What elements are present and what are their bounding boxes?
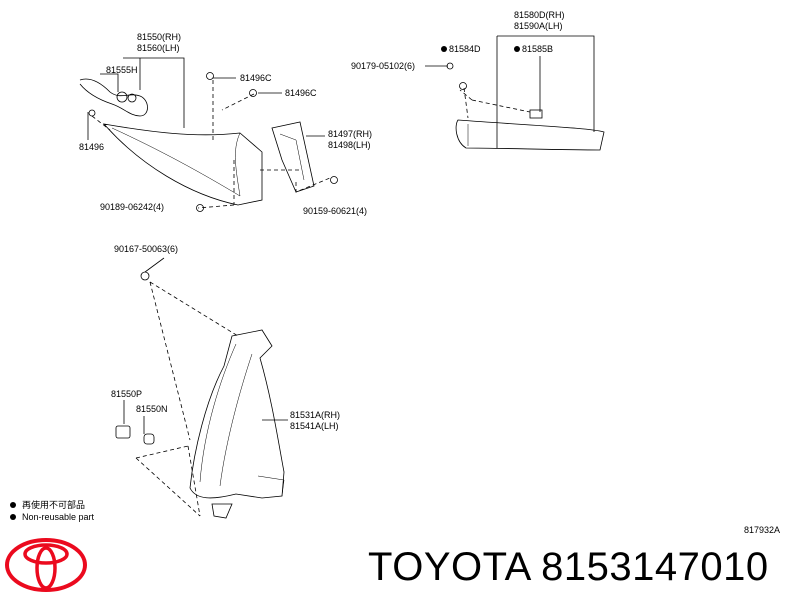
reflector-81580d	[455, 109, 605, 151]
label-81541a-lh: 81541A(LH)	[290, 421, 339, 431]
figure-code: 817932A	[744, 525, 780, 535]
socket-wire-81555h	[79, 78, 148, 117]
toyota-logo-icon	[5, 538, 87, 592]
label-81550n: 81550N	[136, 404, 168, 414]
label-81584d: 81584D	[449, 44, 481, 54]
rear-lamp-assembly	[102, 123, 263, 206]
label-90189: 90189-06242(4)	[100, 202, 164, 212]
label-90179: 90179-05102(6)	[351, 61, 415, 71]
label-90159: 90159-60621(4)	[303, 206, 367, 216]
legend-japanese: 再使用不可部品	[22, 499, 85, 511]
label-81496c-a: 81496C	[240, 73, 272, 83]
legend-english: Non-reusable part	[22, 512, 95, 522]
label-81585b: 81585B	[522, 44, 553, 54]
label-81550p: 81550P	[111, 389, 142, 399]
label-81550-rh: 81550(RH)	[137, 32, 181, 42]
label-81498-lh: 81498(LH)	[328, 140, 371, 150]
label-81560-lh: 81560(LH)	[137, 43, 180, 53]
label-81496: 81496	[79, 142, 104, 152]
label-81555h: 81555H	[106, 65, 138, 75]
label-81497-rh: 81497(RH)	[328, 129, 372, 139]
brand-part-number: TOYOTA 8153147010	[368, 545, 769, 589]
bracket-81497	[271, 121, 315, 193]
label-90167: 90167-50063(6)	[114, 244, 178, 254]
lamp-81531a	[189, 329, 285, 519]
label-81580d-rh: 81580D(RH)	[514, 10, 565, 20]
label-81590a-lh: 81590A(LH)	[514, 21, 563, 31]
label-81531a-rh: 81531A(RH)	[290, 410, 340, 420]
label-81496c-b: 81496C	[285, 88, 317, 98]
